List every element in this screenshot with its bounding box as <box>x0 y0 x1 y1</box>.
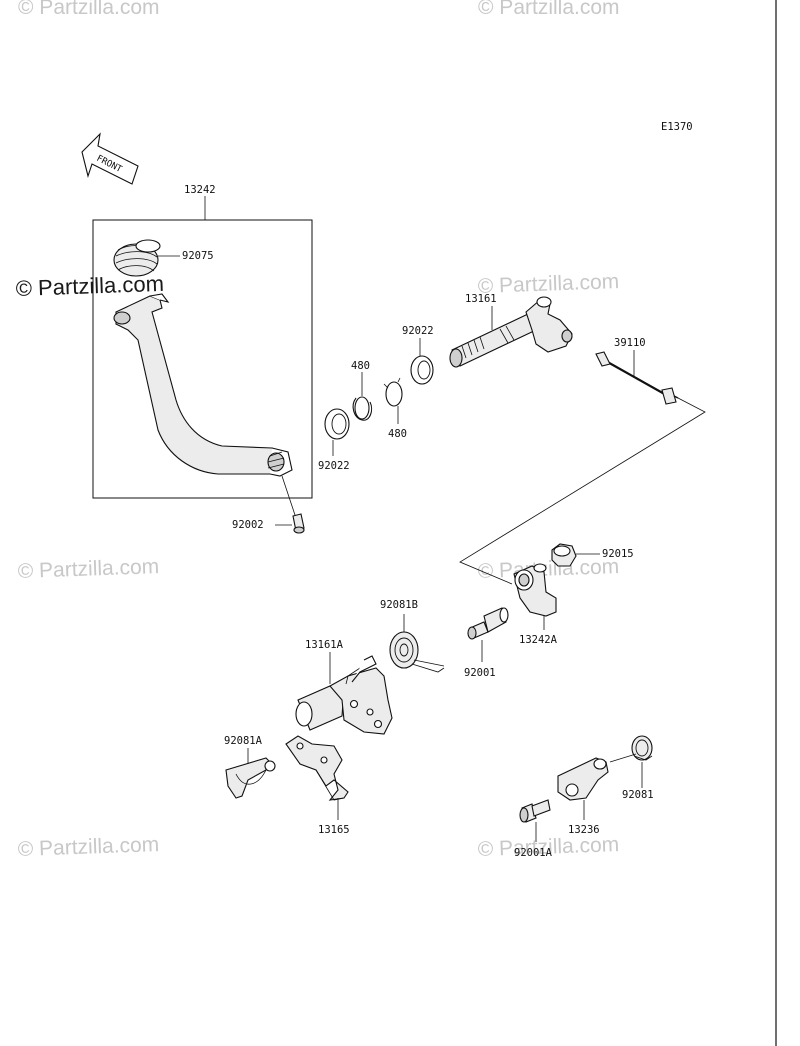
washer-92022-lower-part <box>324 408 350 440</box>
label-13242A: 13242A <box>519 634 558 646</box>
watermark-top-left: © Partzilla.com <box>18 0 160 19</box>
circlip-480-a-part <box>352 396 373 421</box>
front-arrow-icon: FRONT <box>81 132 139 185</box>
diagram-code: E1370 <box>661 121 693 133</box>
watermark-left-3: © Partzilla.com <box>17 833 159 861</box>
label-13161A: 13161A <box>305 639 344 651</box>
watermark-right-3: © Partzilla.com <box>477 833 619 861</box>
label-13242: 13242 <box>184 184 216 196</box>
label-92001A: 92001A <box>514 847 553 859</box>
arm-13236-part <box>557 757 609 801</box>
label-92022-upper: 92022 <box>402 325 434 337</box>
nut-92015-part <box>551 543 577 567</box>
watermark-left-2: © Partzilla.com <box>17 555 159 583</box>
label-13165: 13165 <box>318 824 350 836</box>
label-480-upper: 480 <box>351 360 370 372</box>
label-92002: 92002 <box>232 519 264 531</box>
watermark-mid-right: © Partzilla.com <box>477 270 619 298</box>
spring-92081B-part <box>389 631 445 673</box>
watermark-top-right: © Partzilla.com <box>478 0 620 19</box>
label-13236: 13236 <box>568 824 600 836</box>
watermark-right-2: © Partzilla.com <box>477 555 619 583</box>
label-39110: 39110 <box>614 337 646 349</box>
bolt-92001A-part <box>519 799 551 823</box>
label-92081: 92081 <box>622 789 654 801</box>
label-92015: 92015 <box>602 548 634 560</box>
label-92022-lower: 92022 <box>318 460 350 472</box>
plate-13165-part <box>285 735 349 801</box>
washer-92022-upper-part <box>410 355 434 385</box>
shift-shaft-13161-part <box>449 296 573 368</box>
circlip-480-b-part <box>383 377 403 407</box>
tie-rod-39110-part <box>595 351 679 405</box>
label-13161: 13161 <box>465 293 497 305</box>
bolt-92002-part <box>281 475 305 534</box>
pedal-rubber-part <box>113 239 161 277</box>
bolt-92001-part <box>467 607 509 640</box>
label-92081A: 92081A <box>224 735 263 747</box>
shift-shaft-13161A-part <box>295 655 393 735</box>
spring-92081-part <box>631 735 653 761</box>
label-92081B: 92081B <box>380 599 418 611</box>
label-480-lower: 480 <box>388 428 407 440</box>
shift-pedal-lever-part <box>113 293 293 477</box>
label-92001: 92001 <box>464 667 496 679</box>
label-92075: 92075 <box>182 250 214 262</box>
clip-92081A-part <box>225 757 276 799</box>
pedal-group-box <box>92 219 313 499</box>
shift-lever-13242A-part <box>513 563 557 617</box>
